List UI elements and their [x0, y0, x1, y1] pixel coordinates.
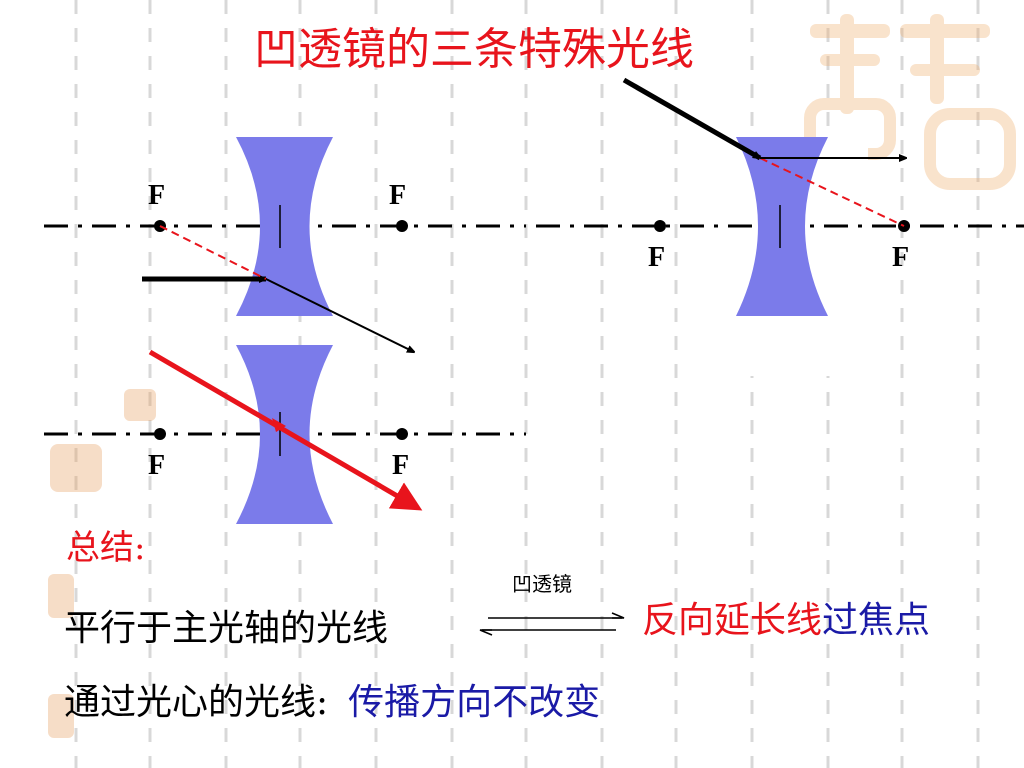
summary-row-center: 通过光心的光线: 传播方向不改变	[64, 678, 600, 728]
refracted-ray-1	[265, 278, 414, 352]
incident-ray-3	[622, 77, 760, 161]
diagram-focus-ray: F F	[536, 77, 1024, 376]
lens-double-arrow	[479, 612, 625, 636]
seal-stamp-small-2	[50, 444, 102, 492]
summary-heading-text: 总结	[66, 528, 134, 568]
focus-point	[654, 220, 666, 232]
summary-heading-colon: :	[134, 528, 146, 568]
focus-point	[154, 428, 166, 440]
focus-point	[396, 428, 408, 440]
concave-lens-1	[236, 137, 333, 316]
page-title: 凹透镜的三条特殊光线	[254, 24, 694, 75]
focus-label: F	[148, 450, 165, 481]
seal-stamp-small-4	[48, 694, 74, 738]
row1-result-red: 反向延长线	[642, 600, 823, 641]
row2-left-text: 通过光心的光线	[64, 682, 317, 723]
seal-stamp-small-1	[124, 389, 156, 421]
summary-row-parallel-result: 反向延长线过焦点	[642, 596, 930, 646]
row1-result-blue: 过焦点	[822, 600, 931, 641]
focus-point	[396, 220, 408, 232]
seal-stamp-small-3	[48, 574, 74, 618]
diagram-center-ray: F F	[44, 345, 526, 524]
focus-label: F	[389, 180, 406, 211]
center-ray	[148, 349, 423, 511]
extension-line-1	[159, 225, 267, 280]
focus-label: F	[148, 180, 165, 211]
summary-row-parallel: 平行于主光轴的光线	[64, 604, 388, 654]
focus-label: F	[392, 450, 409, 481]
summary-heading: 总结:	[66, 526, 145, 570]
focus-label: F	[892, 242, 909, 273]
extension-line-3	[759, 157, 905, 227]
row1-left-text: 平行于主光轴的光线	[64, 608, 389, 649]
arrow-label-lens: 凹透镜	[512, 572, 572, 596]
diagram-parallel-ray: F F	[44, 137, 526, 352]
concave-lens-3	[736, 137, 828, 316]
row2-colon: :	[316, 682, 329, 723]
row2-result: 传播方向不改变	[348, 682, 601, 723]
concave-lens-2	[236, 345, 333, 524]
focus-label: F	[648, 242, 665, 273]
